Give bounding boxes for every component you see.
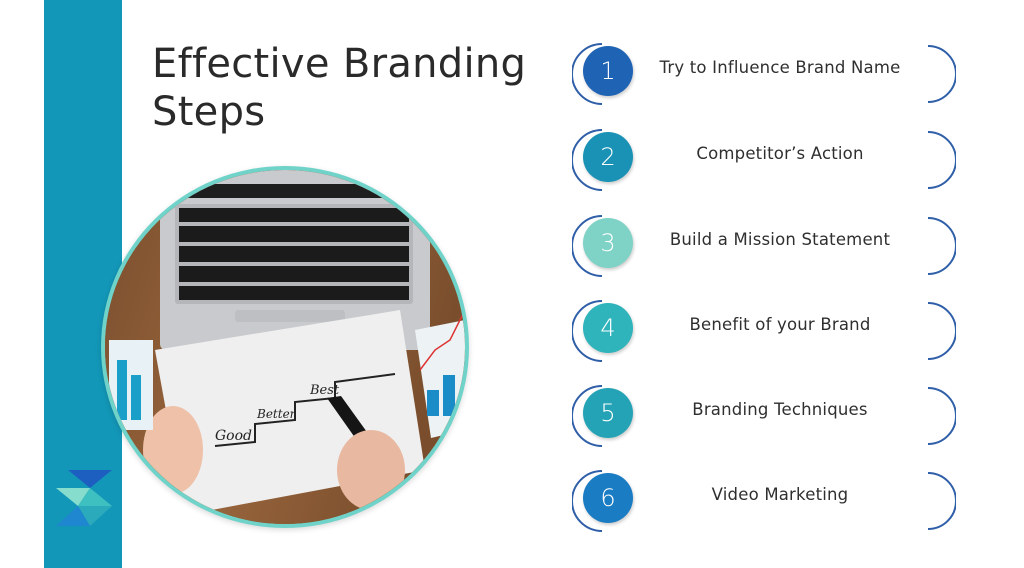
left-arc-icon (572, 215, 603, 277)
step-number-badge: 2 (583, 132, 633, 182)
step-label: Video Marketing (711, 485, 849, 504)
step-label: Benefit of your Brand (689, 315, 871, 334)
left-arc-icon (572, 470, 603, 532)
step-item-2: 2 Competitor’s Action (570, 128, 960, 192)
handwriting-better: Better (256, 407, 297, 421)
laptop-photo: Good Better Best (101, 166, 469, 528)
left-arc-icon (572, 385, 603, 447)
right-arc-icon (927, 45, 956, 103)
title-line-2: Steps (152, 89, 266, 135)
step-number-badge: 1 (583, 46, 633, 96)
handwriting-best: Best (309, 383, 340, 398)
step-item-4: 4 Benefit of your Brand (570, 299, 960, 363)
step-item-3: 3 Build a Mission Statement (570, 214, 960, 278)
right-arc-icon (927, 217, 956, 275)
logo-icon (56, 470, 112, 526)
title-line-1: Effective Branding (152, 41, 527, 87)
step-number-badge: 3 (583, 218, 633, 268)
slide-title: Effective Branding Steps (152, 40, 526, 136)
step-number-badge: 4 (583, 303, 633, 353)
left-arc-icon (572, 129, 603, 191)
step-number-badge: 6 (583, 473, 633, 523)
step-item-5: 5 Branding Techniques (570, 384, 960, 448)
right-arc-icon (927, 131, 956, 189)
right-arc-icon (927, 302, 956, 360)
left-arc-icon (572, 43, 603, 105)
handwriting-good: Good (215, 428, 252, 444)
left-arc-icon (572, 300, 603, 362)
step-item-1: 1 Try to Influence Brand Name (570, 42, 960, 106)
step-label: Try to Influence Brand Name (659, 58, 901, 77)
step-label: Build a Mission Statement (669, 230, 891, 249)
step-item-6: 6 Video Marketing (570, 469, 960, 533)
right-arc-icon (927, 387, 956, 445)
right-arc-icon (927, 472, 956, 530)
step-label: Branding Techniques (692, 400, 868, 419)
photo-illustration: Good Better Best (105, 170, 465, 524)
step-label: Competitor’s Action (696, 144, 864, 163)
step-number-badge: 5 (583, 388, 633, 438)
